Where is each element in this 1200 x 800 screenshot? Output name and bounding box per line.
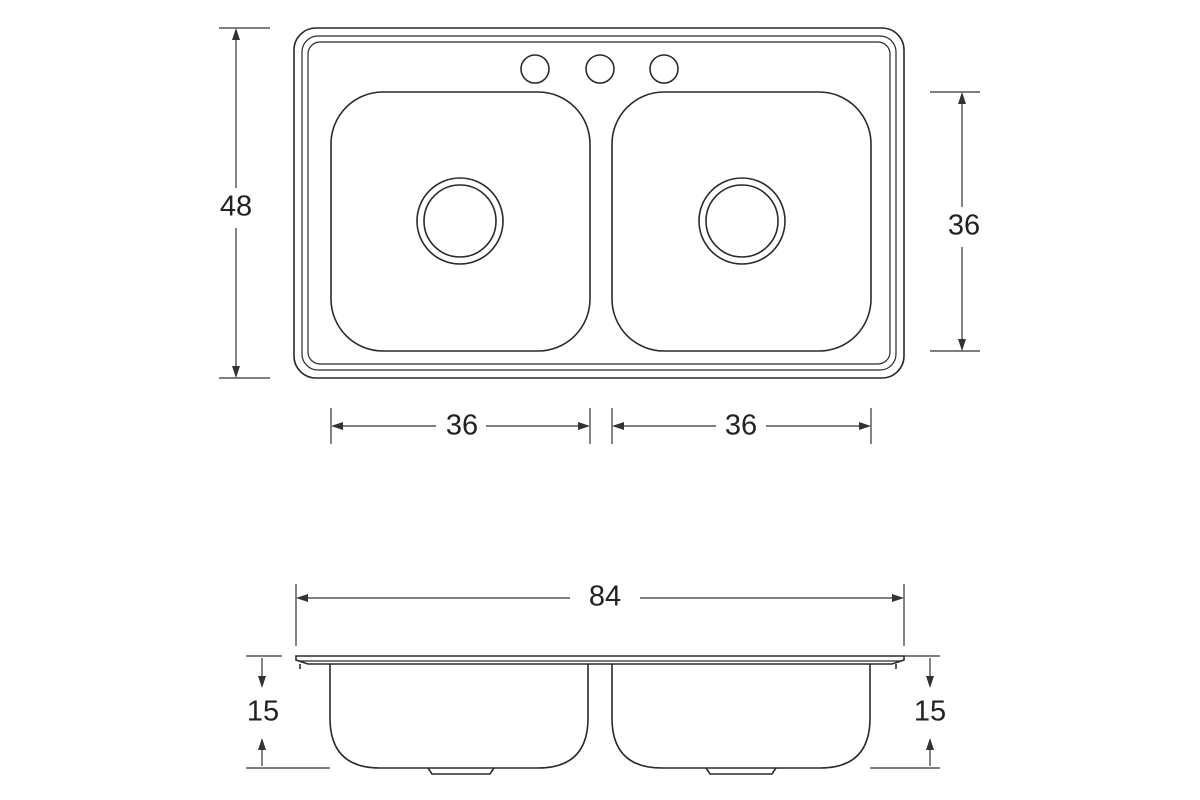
dimension-right-bowl-height: 15 — [870, 655, 946, 769]
faucet-hole-right — [649, 54, 679, 84]
left-bowl-top — [330, 91, 591, 352]
faucet-hole-left — [520, 54, 550, 84]
dimension-label-right-bowl-width: 36 — [725, 410, 757, 442]
left-drain-outer — [416, 177, 504, 265]
dimension-left-bowl-width: 36 — [330, 408, 591, 444]
sink-rim-outer — [293, 27, 905, 379]
sink-rim-middle — [301, 35, 897, 371]
left-drain-inner — [423, 184, 497, 258]
dimension-right-bowl-width: 36 — [611, 408, 872, 444]
faucet-hole-center — [585, 54, 615, 84]
dimension-label-left-bowl-height: 15 — [247, 696, 279, 728]
dimension-overall-depth: 48 — [219, 27, 270, 379]
sink-rim-inner — [307, 41, 891, 365]
side-rim — [295, 655, 905, 665]
left-drain-side — [427, 767, 495, 775]
right-drain-outer — [698, 177, 786, 265]
dimension-label-left-bowl-width: 36 — [446, 410, 478, 442]
sink-top-view — [293, 27, 905, 379]
right-bowl-side — [611, 664, 871, 769]
dimension-label-right-bowl-height: 15 — [914, 696, 946, 728]
right-drain-side — [705, 767, 777, 775]
dimension-label-overall-width: 84 — [589, 581, 621, 613]
dimension-label-bowl-depth: 36 — [948, 210, 980, 242]
right-bowl-top — [611, 91, 872, 352]
dimension-label-overall-depth: 48 — [220, 191, 252, 223]
dimension-overall-width: 84 — [295, 581, 905, 646]
right-drain-inner — [705, 184, 779, 258]
sink-side-view — [295, 655, 905, 775]
left-bowl-side — [329, 664, 589, 769]
dimension-bowl-depth: 36 — [930, 91, 980, 352]
dimension-left-bowl-height: 15 — [246, 655, 330, 769]
